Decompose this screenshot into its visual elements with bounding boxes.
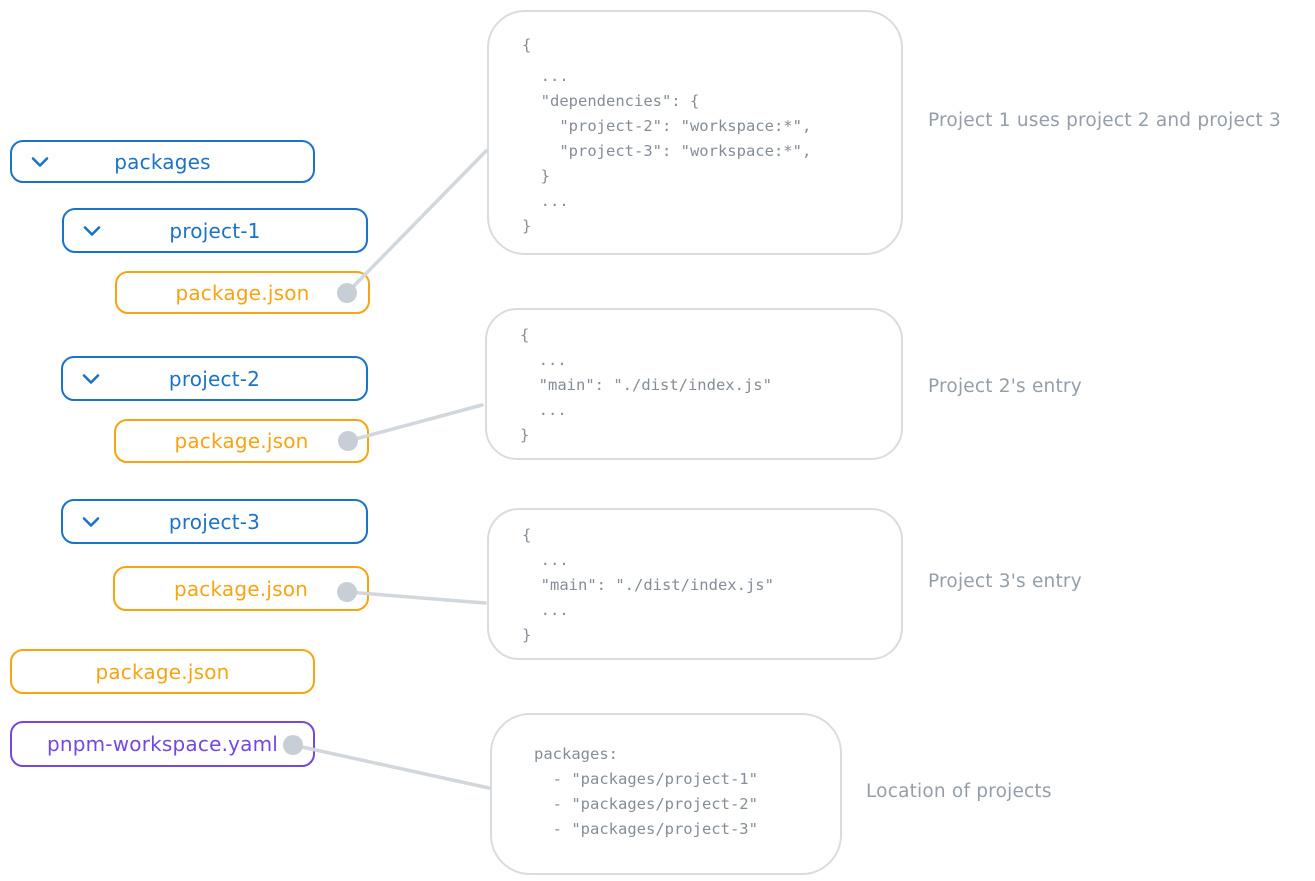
chevron-down-icon[interactable] <box>31 155 49 168</box>
tree-item-project-1[interactable]: project-1 <box>62 208 368 253</box>
tree-item-packages[interactable]: packages <box>10 140 315 183</box>
code-line: ... <box>522 551 569 569</box>
file-label: package.json <box>174 429 309 453</box>
code-line: } <box>522 626 532 644</box>
code-box-project-2-package-json: { ... "main": "./dist/index.js" ... } <box>485 308 903 460</box>
code-line: ... <box>520 401 567 419</box>
tree-item-root-package-json[interactable]: package.json <box>10 649 315 694</box>
code-box-pnpm-workspace-yaml: packages: - "packages/project-1" - "pack… <box>490 713 842 875</box>
code-line: "dependencies": { <box>522 92 700 110</box>
file-label: pnpm-workspace.yaml <box>46 732 279 756</box>
code-line: ... <box>522 601 569 619</box>
folder-label: packages <box>114 149 211 174</box>
annotation-location-of-projects: Location of projects <box>866 781 1052 802</box>
file-label: package.json <box>95 659 230 684</box>
code-line: { <box>522 526 532 544</box>
code-line: - "packages/project-1" <box>534 770 758 788</box>
tree-item-project-3-package-json[interactable]: package.json <box>113 566 369 611</box>
file-label: package.json <box>173 576 309 601</box>
code-line: { <box>522 36 532 54</box>
code-line: - "packages/project-3" <box>534 820 758 838</box>
folder-label: project-1 <box>169 218 261 243</box>
chevron-down-icon[interactable] <box>82 515 100 528</box>
tree-item-project-3[interactable]: project-3 <box>61 499 368 544</box>
code-line: packages: <box>534 745 618 763</box>
tree-item-project-1-package-json[interactable]: package.json <box>115 271 370 314</box>
chevron-down-icon[interactable] <box>83 224 101 237</box>
code-line: { <box>520 326 530 344</box>
code-line: } <box>522 217 532 235</box>
code-box-project-3-package-json: { ... "main": "./dist/index.js" ... } <box>487 508 903 660</box>
code-line: "main": "./dist/index.js" <box>522 576 774 594</box>
code-line: } <box>520 426 530 444</box>
code-box-project-1-package-json: { ... "dependencies": { "project-2": "wo… <box>487 10 903 255</box>
annotation-project-2-entry: Project 2's entry <box>928 376 1082 397</box>
tree-item-project-2[interactable]: project-2 <box>61 356 368 401</box>
code-line: } <box>522 167 550 185</box>
folder-label: project-2 <box>168 366 261 391</box>
file-label: package.json <box>175 280 310 305</box>
code-line: ... <box>522 67 569 85</box>
connector-line <box>291 743 491 790</box>
annotation-project-1-dependencies: Project 1 uses project 2 and project 3 <box>928 110 1281 131</box>
code-line: "project-2": "workspace:*", <box>522 117 812 135</box>
code-line: ... <box>522 192 569 210</box>
code-line: "main": "./dist/index.js" <box>520 376 772 394</box>
code-line: "project-3": "workspace:*", <box>522 142 812 160</box>
tree-item-project-2-package-json[interactable]: package.json <box>114 419 369 463</box>
chevron-down-icon[interactable] <box>82 372 100 385</box>
tree-item-pnpm-workspace-yaml[interactable]: pnpm-workspace.yaml <box>10 721 315 767</box>
code-line: - "packages/project-2" <box>534 795 758 813</box>
annotation-project-3-entry: Project 3's entry <box>928 571 1082 592</box>
code-line: ... <box>520 351 567 369</box>
folder-label: project-3 <box>168 509 261 534</box>
